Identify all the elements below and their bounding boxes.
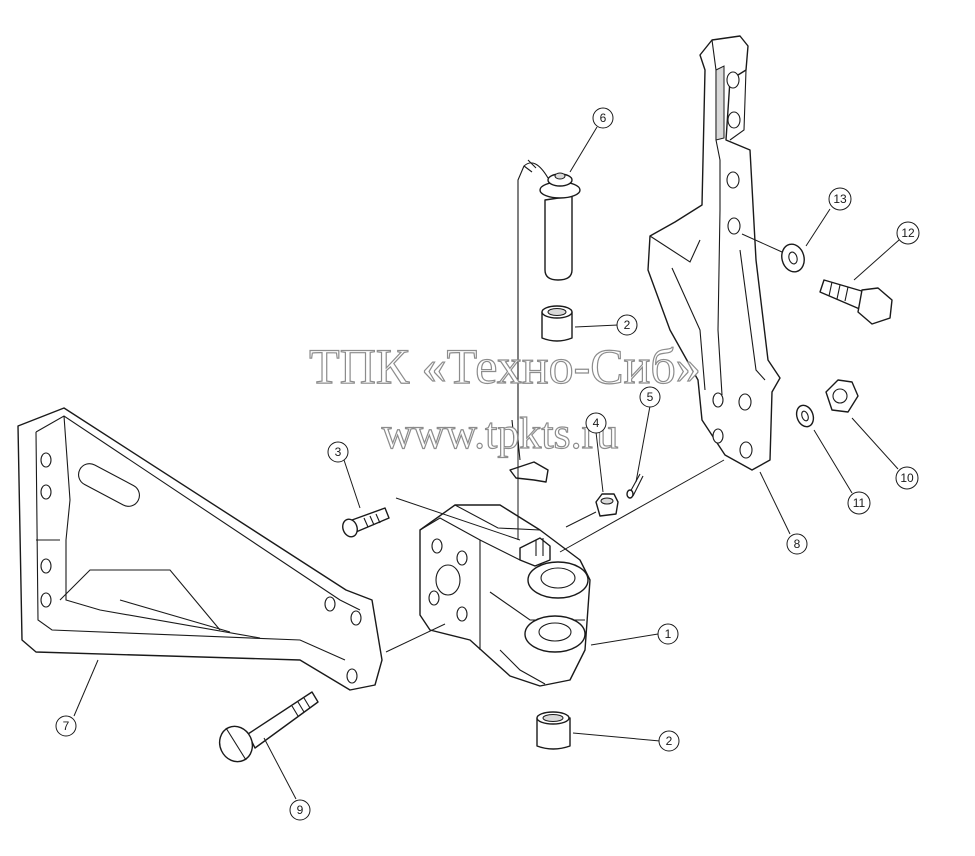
part-13-washer xyxy=(781,243,805,273)
callout-11: 11 xyxy=(847,491,871,515)
callout-7-label: 7 xyxy=(63,719,70,733)
watermark-line1: ТПК «Техно-Сиб» xyxy=(309,338,701,394)
callout-2-lower-label: 2 xyxy=(666,734,673,748)
part-6-hinge-pin xyxy=(517,159,581,420)
callout-11-label: 11 xyxy=(853,496,866,510)
part-1-hinge-block xyxy=(419,504,591,687)
watermark-line2: www.tpkts.ru xyxy=(382,409,619,458)
callout-1: 1 xyxy=(657,623,679,645)
assembly-lines xyxy=(385,233,783,653)
part-5-cotter-pin xyxy=(626,473,644,499)
callout-leaders xyxy=(73,126,900,800)
callout-2-lower: 2 xyxy=(658,730,680,752)
part-12-bolt xyxy=(819,279,893,325)
callout-7: 7 xyxy=(55,715,77,737)
callout-4: 4 xyxy=(585,412,607,434)
callout-2-upper-label: 2 xyxy=(624,318,631,332)
callout-12: 12 xyxy=(896,221,920,245)
callout-6-label: 6 xyxy=(600,111,607,125)
part-9-large-bolt xyxy=(218,691,319,763)
part-2-bushing-upper xyxy=(541,305,573,342)
part-2-bushing-lower xyxy=(536,711,571,750)
part-4-nut xyxy=(595,493,619,517)
callout-10-label: 10 xyxy=(900,471,914,485)
part-10-hex-nut xyxy=(825,379,859,413)
callout-8: 8 xyxy=(786,533,808,555)
callout-5-label: 5 xyxy=(647,390,654,404)
part-11-washer xyxy=(795,404,815,428)
part-8-vertical-bracket xyxy=(647,35,781,471)
callout-3-label: 3 xyxy=(335,445,342,459)
callout-6: 6 xyxy=(592,107,614,129)
callout-1-label: 1 xyxy=(665,627,672,641)
callout-4-label: 4 xyxy=(593,416,600,430)
callout-10: 10 xyxy=(895,466,919,490)
callout-13-label: 13 xyxy=(833,192,847,206)
callout-12-label: 12 xyxy=(901,226,915,240)
part-3-bolt xyxy=(342,507,390,538)
watermark: ТПК «Техно-Сиб» www.tpkts.ru xyxy=(309,337,702,458)
callout-2-upper: 2 xyxy=(616,314,638,336)
callout-9: 9 xyxy=(289,799,311,821)
callout-13: 13 xyxy=(828,187,852,211)
callout-5: 5 xyxy=(639,386,661,408)
callout-9-label: 9 xyxy=(297,803,304,817)
part-7-triangular-bracket xyxy=(17,407,383,691)
callout-3: 3 xyxy=(327,441,349,463)
callout-8-label: 8 xyxy=(794,537,801,551)
